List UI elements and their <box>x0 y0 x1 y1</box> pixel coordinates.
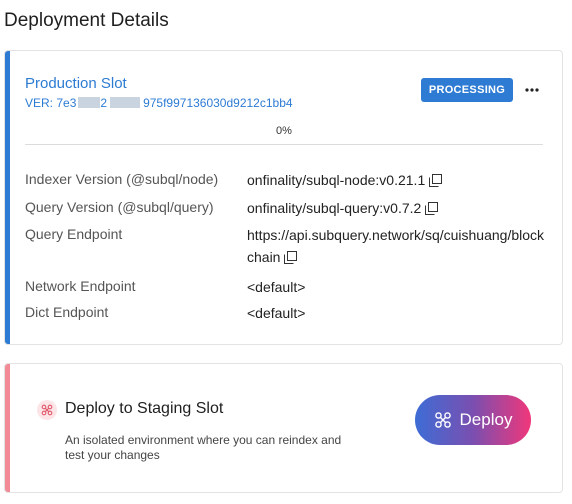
detail-value: <default> <box>247 279 306 295</box>
more-horizontal-icon[interactable] <box>523 81 541 99</box>
indexer-version-value: onfinality/subql-node:v0.21.1 <box>247 172 426 188</box>
copy-icon[interactable] <box>429 171 443 193</box>
detail-label: Query Endpoint <box>25 226 123 242</box>
detail-label: Query Version (@subql/query) <box>25 199 214 215</box>
detail-value: onfinality/subql-query:v0.7.2 <box>247 197 545 221</box>
staging-title: Deploy to Staging Slot <box>65 400 224 417</box>
detail-label: Network Endpoint <box>25 278 136 294</box>
copy-icon[interactable] <box>425 199 439 221</box>
detail-label: Indexer Version (@subql/node) <box>25 171 219 187</box>
staging-slot-card: Deploy to Staging Slot An isolated envir… <box>4 363 563 493</box>
detail-value: https://api.subquery.network/sq/cuishuan… <box>247 224 545 270</box>
status-badge: PROCESSING <box>421 78 513 102</box>
page-title: Deployment Details <box>4 10 169 31</box>
card-accent-bar <box>5 51 10 344</box>
deploy-icon <box>37 400 57 420</box>
version-hash: VER: 7e3 2 975f997136030d9212c1bb4 <box>25 96 293 110</box>
detail-label: Dict Endpoint <box>25 304 109 320</box>
redacted-segment <box>110 97 141 108</box>
production-slot-title: Production Slot <box>25 75 127 92</box>
deploy-icon <box>434 411 452 429</box>
detail-value: onfinality/subql-node:v0.21.1 <box>247 169 545 193</box>
query-endpoint-value[interactable]: https://api.subquery.network/sq/cuishuan… <box>247 227 545 265</box>
copy-icon[interactable] <box>284 248 298 270</box>
deploy-button[interactable]: Deploy <box>415 395 531 445</box>
production-slot-card: Production Slot VER: 7e3 2 975f997136030d9… <box>4 50 563 345</box>
version-mid: 2 <box>100 96 108 110</box>
detail-value: <default> <box>247 305 306 321</box>
redacted-segment <box>78 97 101 108</box>
version-suffix: 975f997136030d9212c1bb4 <box>143 96 293 110</box>
query-version-value: onfinality/subql-query:v0.7.2 <box>247 200 422 216</box>
card-accent-bar <box>5 364 10 492</box>
progress-percent: 0% <box>276 125 292 137</box>
staging-description: An isolated environment where you can re… <box>65 433 342 462</box>
divider <box>25 144 543 145</box>
version-prefix: VER: 7e3 <box>25 96 77 110</box>
deploy-button-label: Deploy <box>459 410 513 429</box>
